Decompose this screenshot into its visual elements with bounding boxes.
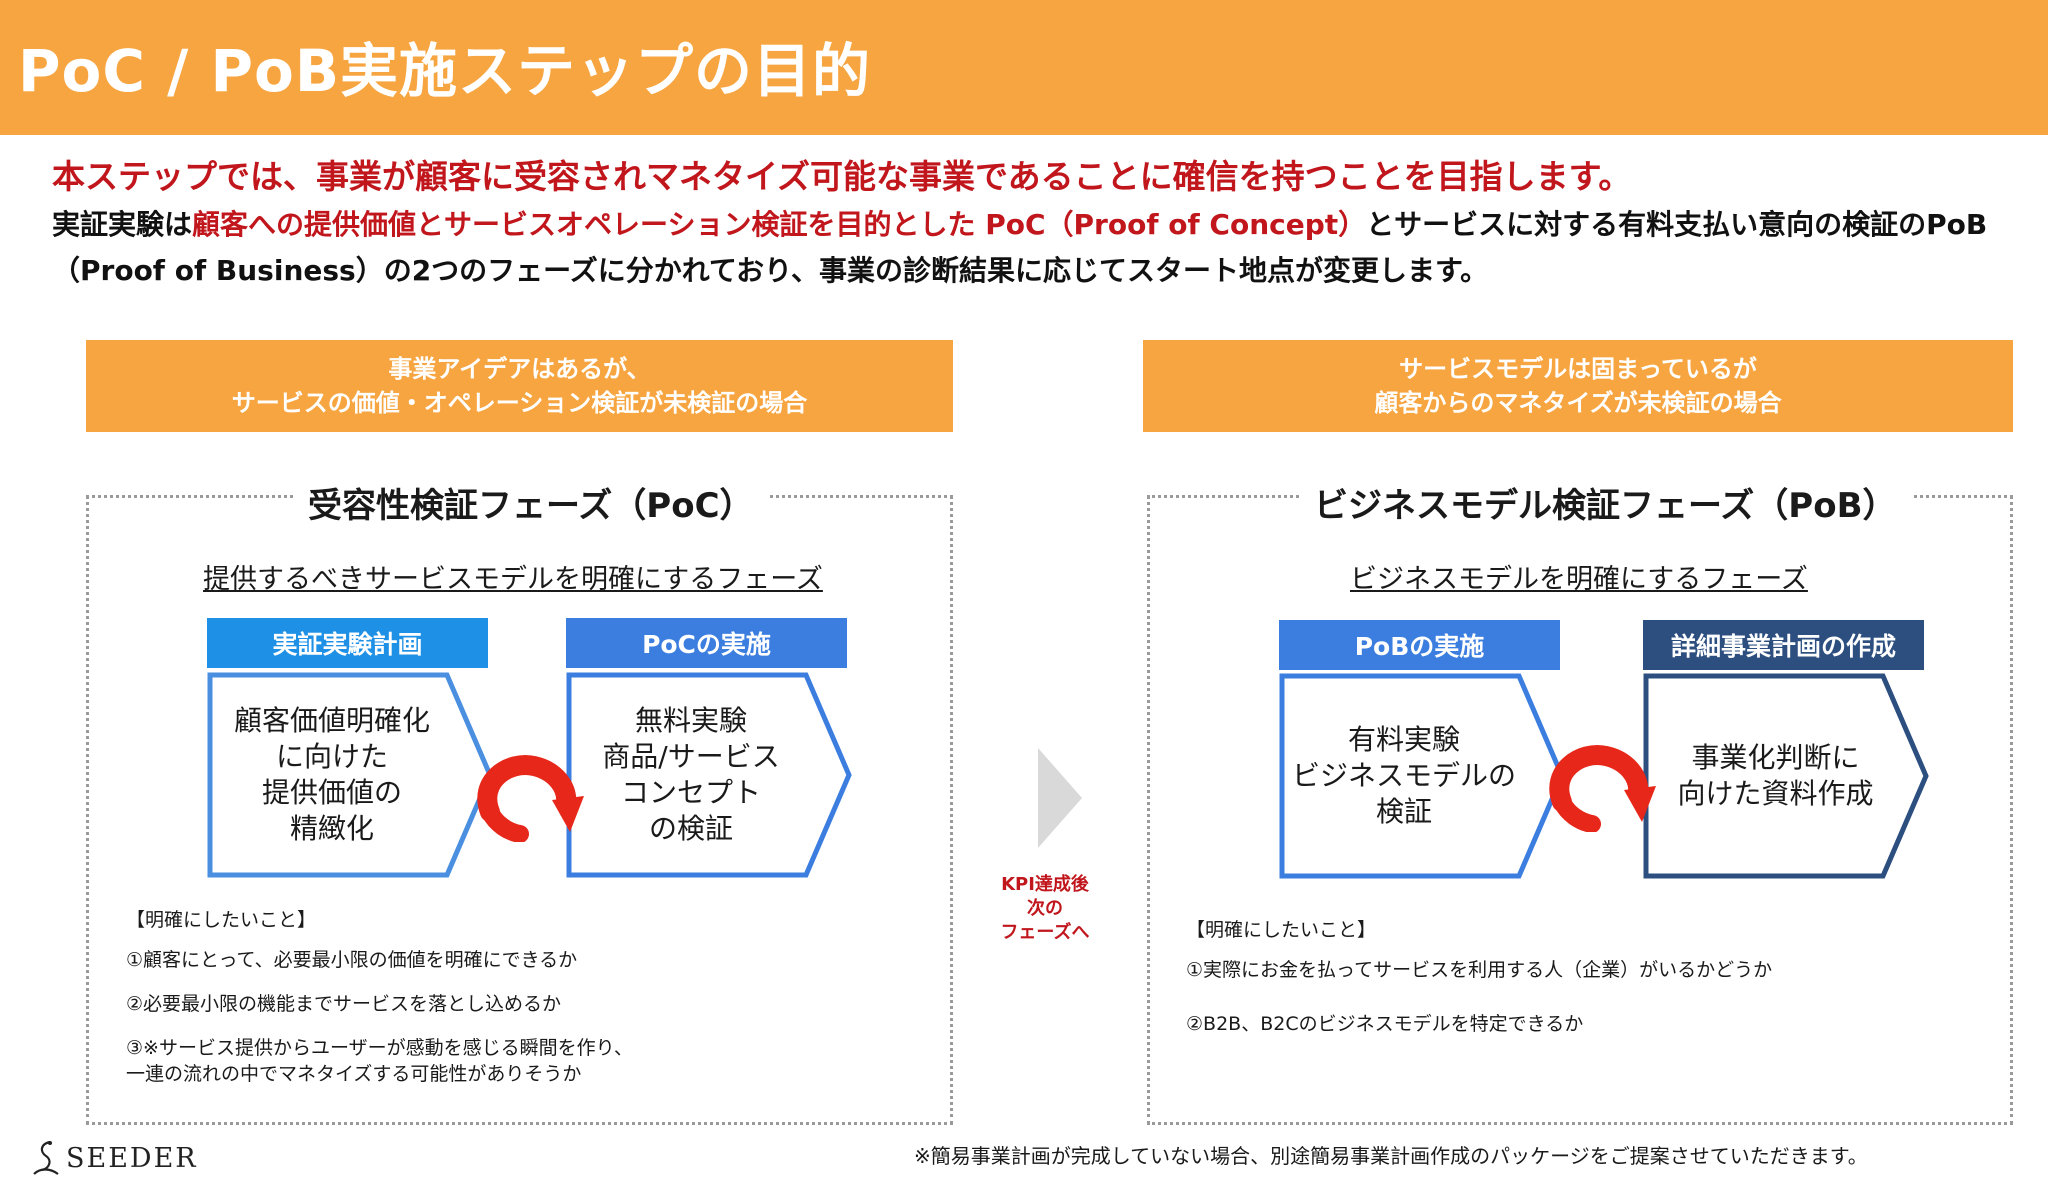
step-box-business-plan-shape bbox=[1643, 673, 1929, 879]
pob-notes-head: 【明確にしたいこと】 bbox=[1186, 919, 1377, 941]
step-box-business-plan: 事業化判断に 向けた資料作成 bbox=[1643, 673, 1929, 879]
step-box-plan-text: 顧客価値明確化 に向けた 提供価値の 精緻化 bbox=[207, 672, 457, 878]
left-condition-line-1: 事業アイデアはあるが、 bbox=[388, 355, 651, 383]
step-label-business-plan: 詳細事業計画の作成 bbox=[1643, 620, 1924, 670]
step-box-plan-line: 精緻化 bbox=[289, 812, 374, 845]
poc-note-item: ③※サービス提供からユーザーが感動を感じる瞬間を作り、 bbox=[126, 1037, 633, 1059]
step-label-pob: PoBの実施 bbox=[1279, 620, 1560, 670]
poc-note-item: ②必要最小限の機能までサービスを落とし込めるか bbox=[126, 993, 562, 1015]
step-box-pob-text: 有料実験 ビジネスモデルの 検証 bbox=[1279, 673, 1529, 879]
step-box-pob: 有料実験 ビジネスモデルの 検証 bbox=[1279, 673, 1565, 879]
pob-phase-subtitle: ビジネスモデルを明確にするフェーズ bbox=[1350, 564, 1808, 595]
step-box-plan: 顧客価値明確化 に向けた 提供価値の 精緻化 bbox=[207, 672, 493, 878]
step-box-pob-shape bbox=[1279, 673, 1565, 879]
step-box-business-plan-line: 向けた資料作成 bbox=[1677, 777, 1874, 810]
kpi-line: 次の bbox=[1027, 898, 1063, 919]
step-label-poc: PoCの実施 bbox=[566, 618, 847, 668]
step-box-poc-line: 無料実験 bbox=[634, 704, 747, 737]
step-box-poc-line: 商品/サービス bbox=[602, 740, 780, 773]
left-condition-line-2: サービスの価値・オペレーション検証が未検証の場合 bbox=[231, 389, 808, 417]
right-condition-line-2: 顧客からのマネタイズが未検証の場合 bbox=[1374, 389, 1782, 417]
step-label-plan: 実証実験計画 bbox=[207, 618, 488, 668]
poc-phase-subtitle: 提供するべきサービスモデルを明確にするフェーズ bbox=[203, 564, 823, 595]
step-box-pob-line: 検証 bbox=[1375, 795, 1432, 828]
step-box-poc: 無料実験 商品/サービス コンセプト の検証 bbox=[566, 672, 852, 878]
pob-note-item: ②B2B、B2Cのビジネスモデルを特定できるか bbox=[1186, 1013, 1584, 1035]
header-bar: PoC / PoB実施ステップの目的 bbox=[0, 0, 2048, 135]
step-box-plan-shape bbox=[207, 672, 493, 878]
step-box-poc-line: コンセプト bbox=[620, 776, 761, 809]
step-box-plan-line: に向けた bbox=[275, 740, 388, 773]
right-condition-banner: サービスモデルは固まっているが 顧客からのマネタイズが未検証の場合 bbox=[1143, 340, 2013, 432]
step-box-plan-line: 提供価値の bbox=[261, 776, 402, 809]
page-title: PoC / PoB実施ステップの目的 bbox=[18, 37, 872, 105]
poc-note-item: ①顧客にとって、必要最小限の価値を明確にできるか bbox=[126, 949, 578, 971]
step-box-poc-shape bbox=[566, 672, 852, 878]
chevron-right-icon bbox=[1038, 748, 1082, 848]
pob-note-item: ①実際にお金を払ってサービスを利用する人（企業）がいるかどうか bbox=[1186, 959, 1773, 981]
step-box-poc-text: 無料実験 商品/サービス コンセプト の検証 bbox=[566, 672, 816, 878]
cycle-arrow-icon bbox=[1549, 745, 1656, 832]
seeder-logo-text: SEEDER bbox=[66, 1142, 198, 1174]
step-box-pob-line: 有料実験 bbox=[1347, 723, 1460, 756]
poc-notes: 【明確にしたいこと】 ①顧客にとって、必要最小限の価値を明確にできるか ②必要最… bbox=[126, 907, 906, 1087]
pob-phase-title: ビジネスモデル検証フェーズ（PoB） bbox=[1300, 478, 1911, 527]
intro-body-highlight: 顧客への提供価値とサービスオペレーション検証を目的とした PoC（Proof o… bbox=[192, 208, 1367, 241]
intro-body-part-c: とサービスに対する有料支払い意向の検証のPoB（Proof of Busines… bbox=[52, 208, 1988, 287]
step-box-pob-line: ビジネスモデルの bbox=[1291, 759, 1516, 792]
pob-notes: 【明確にしたいこと】 ①実際にお金を払ってサービスを利用する人（企業）がいるかど… bbox=[1186, 917, 1986, 1055]
poc-phase-title: 受容性検証フェーズ（PoC） bbox=[294, 478, 768, 527]
seeder-logo-icon bbox=[33, 1140, 59, 1175]
right-condition-line-1: サービスモデルは固まっているが bbox=[1399, 355, 1757, 383]
step-box-business-plan-line: 事業化判断に bbox=[1691, 741, 1860, 774]
step-box-business-plan-text: 事業化判断に 向けた資料作成 bbox=[1643, 673, 1908, 879]
left-condition-banner: 事業アイデアはあるが、 サービスの価値・オペレーション検証が未検証の場合 bbox=[86, 340, 953, 432]
intro-body-part-a: 実証実験は bbox=[52, 208, 193, 241]
step-box-plan-line: 顧客価値明確化 bbox=[233, 704, 430, 737]
poc-notes-head: 【明確にしたいこと】 bbox=[126, 909, 317, 931]
intro-lead: 本ステップでは、事業が顧客に受容されマネタイズ可能な事業であることに確信を持つこ… bbox=[52, 157, 1632, 196]
kpi-next-phase-note: KPI達成後 次の フェーズへ bbox=[990, 873, 1100, 945]
seeder-logo: SEEDER bbox=[30, 1138, 198, 1178]
cycle-arrow-icon bbox=[477, 755, 584, 842]
step-box-poc-line: の検証 bbox=[648, 812, 733, 845]
intro-body: 実証実験は顧客への提供価値とサービスオペレーション検証を目的とした PoC（Pr… bbox=[52, 202, 2012, 294]
kpi-line: フェーズへ bbox=[1000, 922, 1090, 943]
footnote: ※簡易事業計画が完成していない場合、別途簡易事業計画作成のパッケージをご提案させ… bbox=[914, 1144, 1868, 1168]
poc-note-item: 一連の流れの中でマネタイズする可能性がありそうか bbox=[126, 1063, 582, 1085]
kpi-line: KPI達成後 bbox=[1001, 874, 1089, 895]
